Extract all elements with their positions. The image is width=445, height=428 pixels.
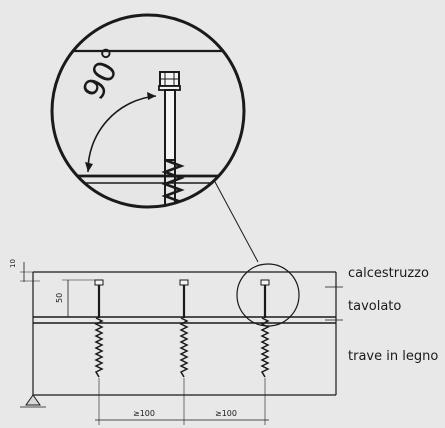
label-concrete: calcestruzzo [348,266,429,281]
angle-arc [85,92,157,173]
dimension-top-offset-label: 10 [9,259,17,268]
cross-section [20,263,337,408]
dimension-spacing-1-label: ≥100 [133,409,155,418]
section-detail-circle [236,263,300,327]
dimension-spacing: ≥100 ≥100 [95,378,269,425]
label-beam: trave in legno [348,349,438,364]
dimension-depth: 50 [55,279,100,317]
label-planking: tavolato [348,299,401,314]
dimension-spacing-2-label: ≥100 [215,409,237,418]
layer-labels: calcestruzzo tavolato trave in legno [325,266,438,372]
support-icon [25,394,41,406]
screw-2 [179,279,189,378]
dimension-top-offset: 10 [9,259,60,282]
screw-3 [260,279,270,378]
detail-circle [50,13,246,209]
dimension-depth-label: 50 [55,293,64,303]
detail-magnifier: 90° [50,13,246,209]
magnifier-leader-line [213,179,259,263]
screw-1 [94,279,104,378]
detail-screw [158,71,185,206]
